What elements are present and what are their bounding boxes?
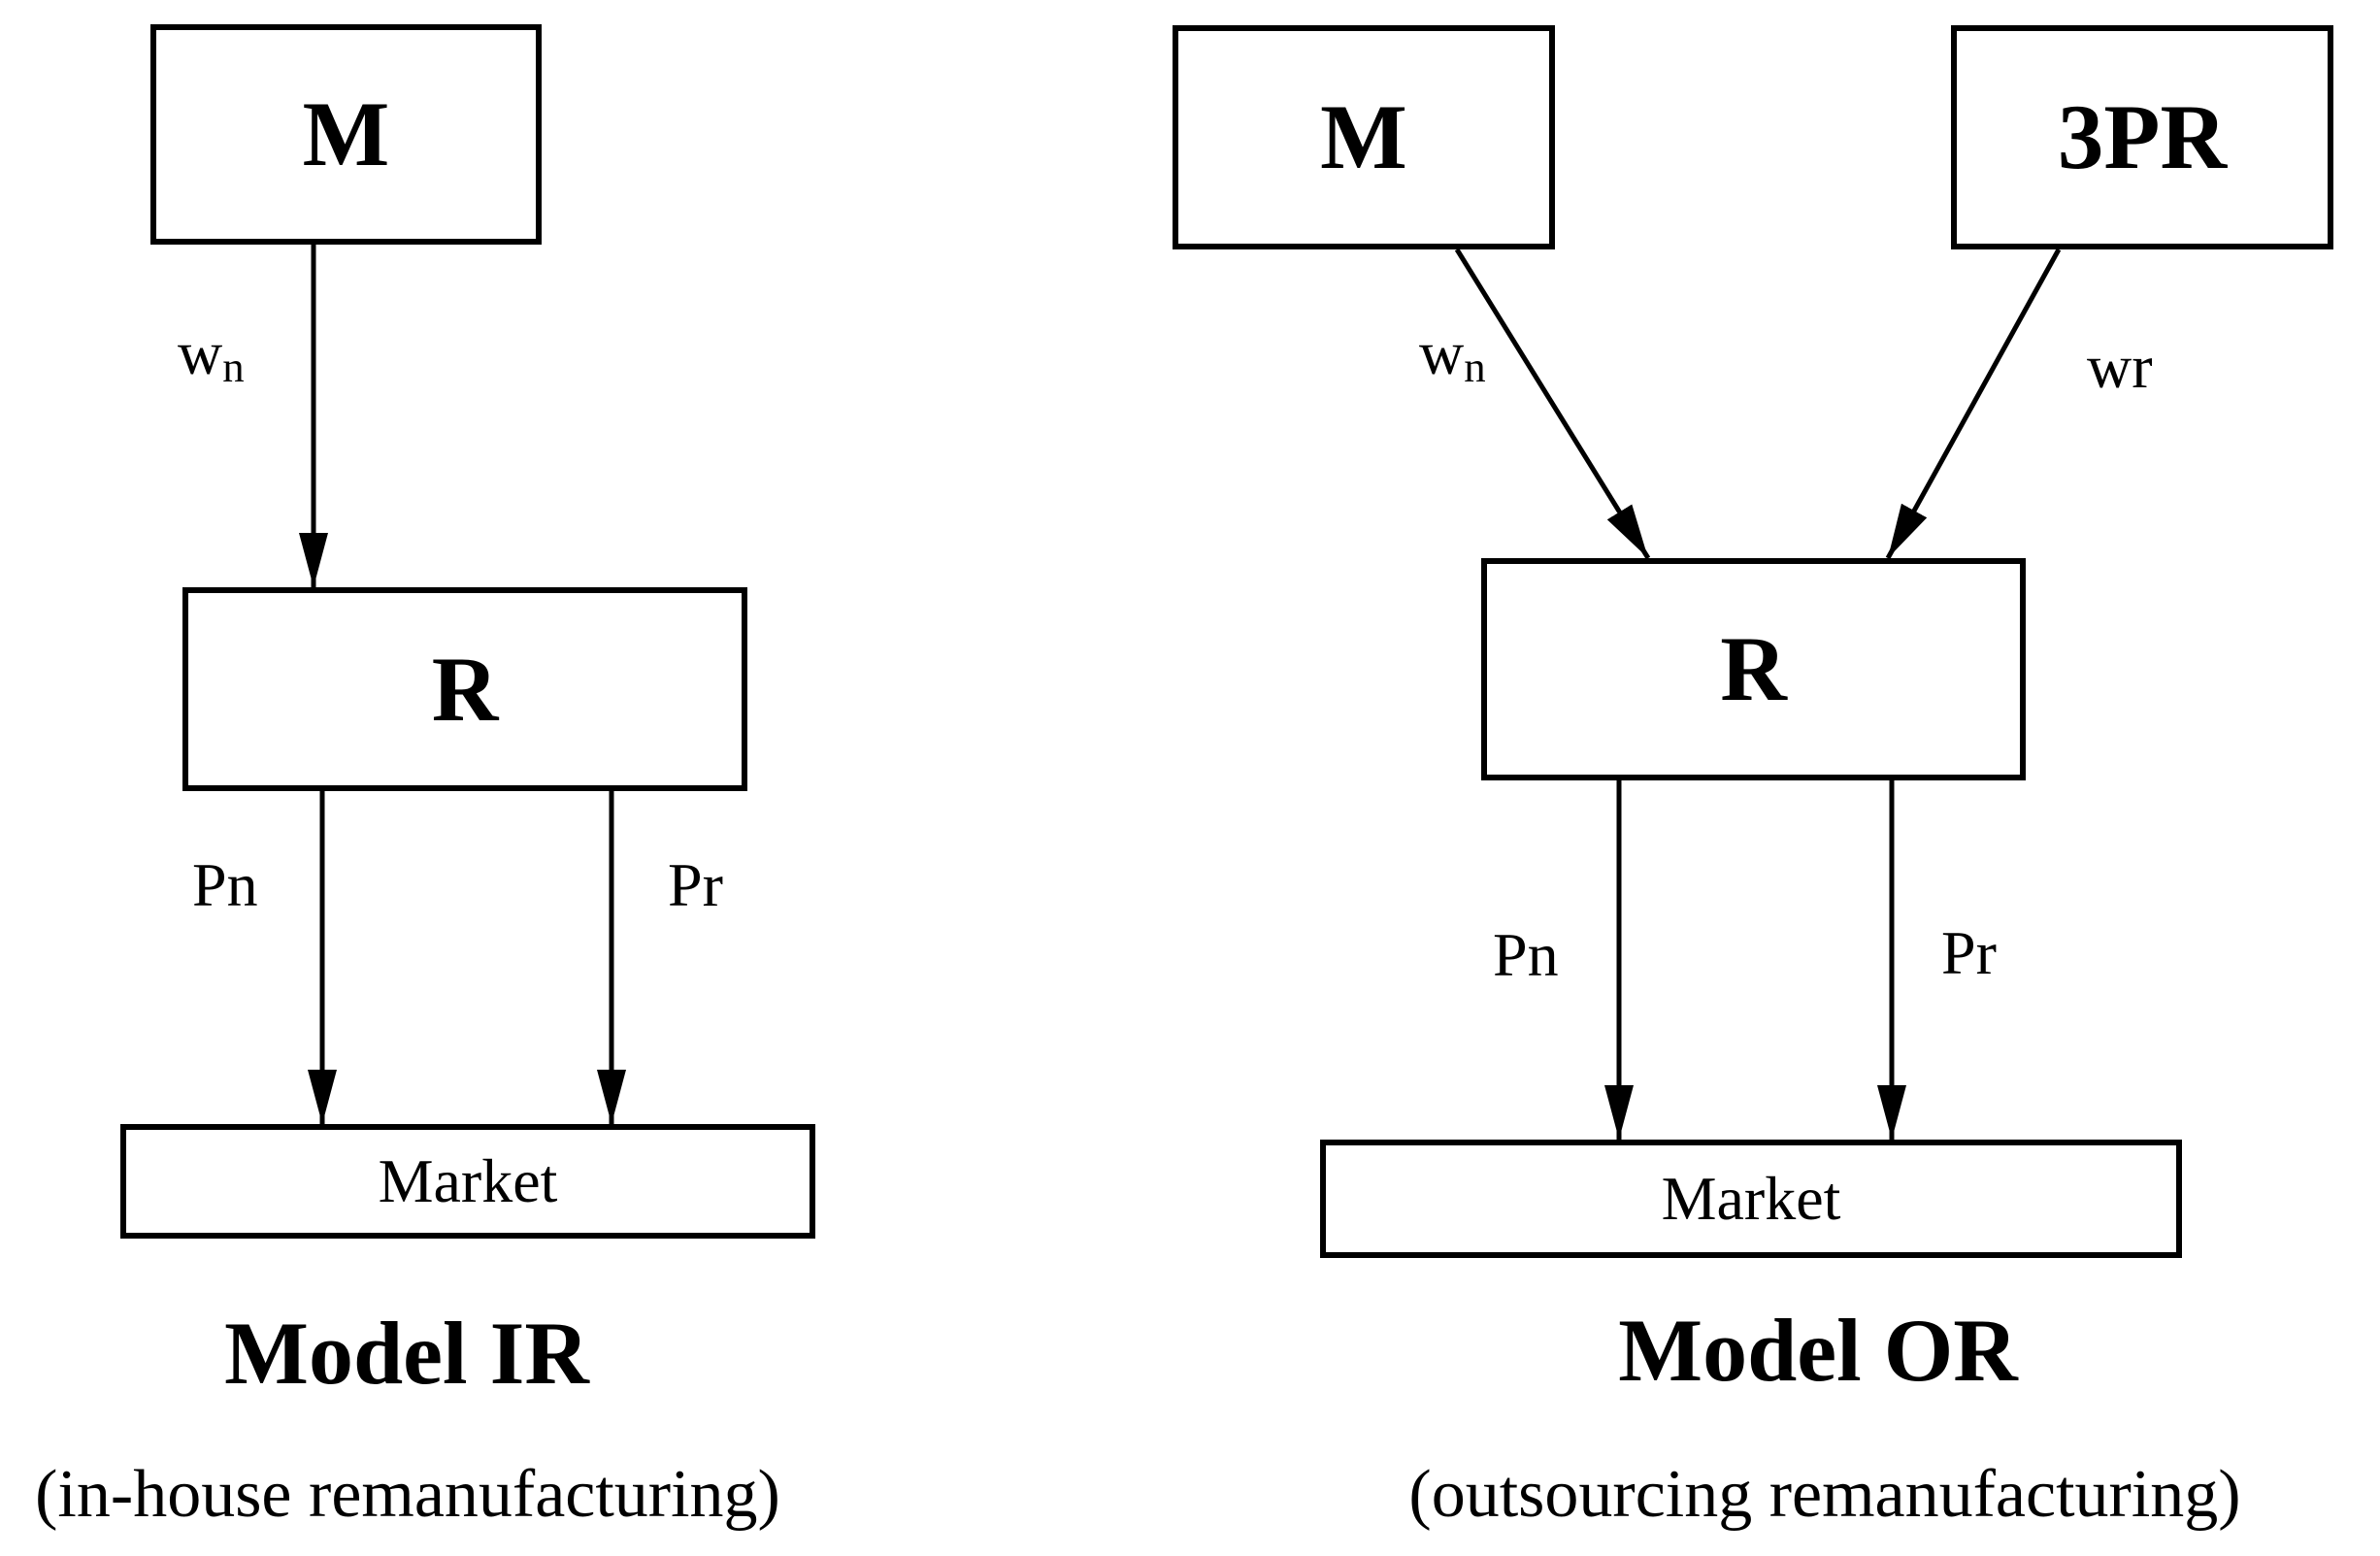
- ir-manufacturer-label: M: [302, 83, 390, 185]
- or-wholesale-new-arrow: [1454, 248, 1651, 560]
- or-model-subtitle: (outsourcing remanufacturing): [1408, 1457, 2241, 1532]
- or-retailer-box: R: [1481, 558, 2026, 780]
- ir-retailer-box: R: [182, 587, 747, 791]
- ir-reman-price-label: Pr: [668, 850, 723, 919]
- or-third-party-box: 3PR: [1951, 25, 2333, 249]
- ir-model-title: Model IR: [224, 1304, 589, 1403]
- or-wholesale-reman-arrow: [1885, 248, 2062, 560]
- ir-new-price-label: Pn: [192, 850, 258, 919]
- ir-wholesale-base: w: [178, 318, 223, 387]
- ir-manufacturer-box: M: [150, 24, 542, 245]
- or-model-title: Model OR: [1618, 1301, 2018, 1400]
- or-manufacturer-label: M: [1320, 85, 1407, 188]
- ir-model-subtitle: (in-house remanufacturing): [35, 1457, 780, 1532]
- or-wholesale-reman-label: wr: [2087, 332, 2153, 401]
- or-wholesale-new-sub: n: [1464, 343, 1486, 392]
- or-third-party-label: 3PR: [2057, 85, 2228, 188]
- or-market-label: Market: [1661, 1164, 1841, 1233]
- ir-retailer-label: R: [431, 637, 499, 741]
- or-wholesale-new-label: wn: [1419, 322, 1486, 389]
- ir-wholesale-price-label: wn: [178, 322, 245, 389]
- ir-market-label: Market: [378, 1146, 558, 1215]
- or-retailer-label: R: [1720, 617, 1787, 720]
- or-market-box: Market: [1320, 1140, 2182, 1258]
- ir-market-box: Market: [120, 1124, 815, 1239]
- or-wholesale-new-base: w: [1419, 318, 1465, 387]
- or-manufacturer-box: M: [1173, 25, 1555, 249]
- ir-wholesale-sub: n: [222, 343, 245, 392]
- or-new-price-label: Pn: [1493, 920, 1559, 989]
- or-reman-price-label: Pr: [1941, 918, 1997, 987]
